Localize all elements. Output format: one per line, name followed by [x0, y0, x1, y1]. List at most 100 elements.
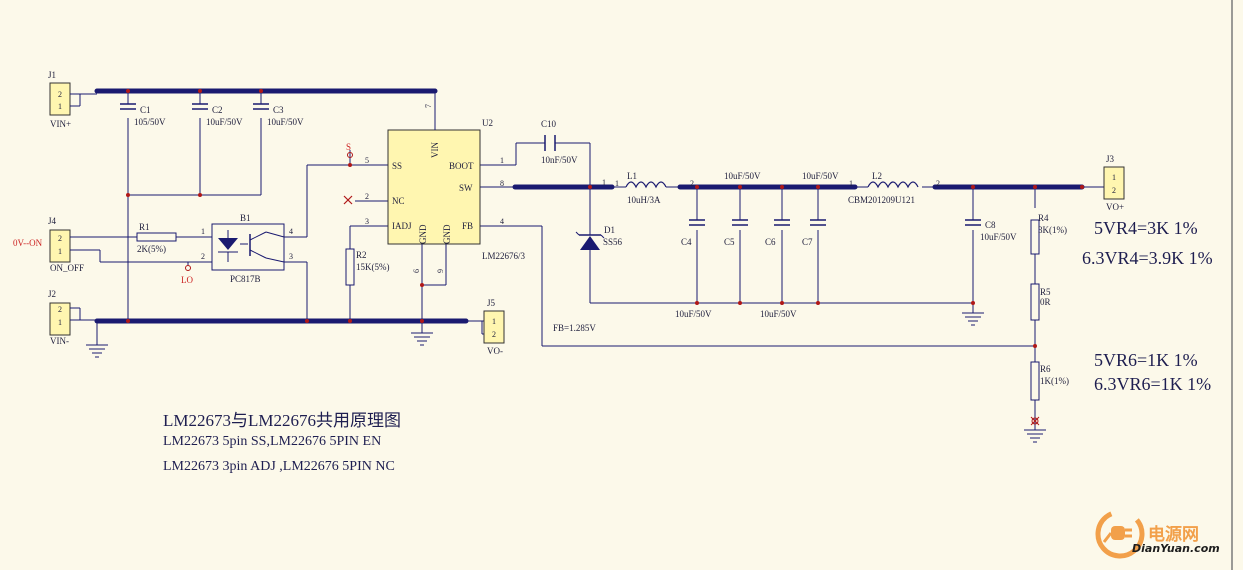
l2-value: CBM201209U121: [848, 195, 915, 205]
c2-value: 10uF/50V: [206, 117, 243, 127]
svg-text:2: 2: [936, 179, 940, 188]
j3-ref: J3: [1106, 154, 1115, 164]
c8-symbol: [965, 219, 981, 226]
feedback-resistors: [1030, 219, 1040, 401]
svg-text:IADJ: IADJ: [392, 221, 412, 231]
svg-text:8: 8: [500, 179, 504, 188]
svg-text:BOOT: BOOT: [449, 161, 474, 171]
bus-nets: [94, 88, 1085, 324]
svg-text:GND: GND: [418, 224, 428, 244]
j2-ref: J2: [48, 289, 56, 299]
l1-value: 10uH/3A: [627, 195, 661, 205]
b1-part: PC817B: [230, 274, 261, 284]
svg-text:3: 3: [289, 252, 293, 261]
note-line-2: LM22673 3pin ADJ ,LM22676 5PIN NC: [163, 459, 395, 474]
svg-text:4: 4: [289, 227, 293, 236]
l1-ref: L1: [627, 171, 637, 181]
c10-ref: C10: [541, 119, 557, 129]
j1-ref: J1: [48, 70, 56, 80]
schematic-title: LM22673与LM22676共用原理图: [163, 411, 401, 430]
j4-ref: J4: [48, 216, 57, 226]
j5-ref: J5: [487, 298, 496, 308]
svg-text:1: 1: [602, 178, 606, 187]
c7-value: 10uF/50V: [802, 171, 839, 181]
svg-text:7: 7: [424, 104, 433, 108]
ground-u2: [411, 332, 433, 346]
svg-text:1: 1: [1112, 173, 1116, 182]
r4-ref: R4: [1038, 213, 1049, 223]
c4-value: 10uF/50V: [675, 309, 712, 319]
c8-value: 10uF/50V: [980, 232, 1017, 242]
connector-j1: 2 1 J1 VIN+: [48, 70, 81, 129]
ic-u2: U2 LM22676/3 SS NC IADJ BOOT SW FB VIN G…: [343, 91, 526, 273]
r6-value: 1K(1%): [1040, 376, 1069, 386]
r4-value: 3K(1%): [1038, 225, 1067, 235]
r1-body: [136, 232, 177, 242]
svg-text:1: 1: [500, 156, 504, 165]
svg-text:2: 2: [201, 252, 205, 261]
c1-ref: C1: [140, 105, 151, 115]
svg-text:2: 2: [492, 330, 496, 339]
connector-j5: 1 2 J5 VO-: [483, 298, 505, 356]
svg-text:1: 1: [58, 247, 62, 256]
j1-pin-1: 1: [58, 102, 62, 111]
watermark-url: DianYuan.com: [1132, 542, 1220, 555]
c3-value: 10uF/50V: [267, 117, 304, 127]
r6-note-5v: 5VR6=1K 1%: [1094, 350, 1198, 370]
note-line-1: LM22673 5pin SS,LM22676 5PIN EN: [163, 434, 382, 449]
j3-net: VO+: [1106, 202, 1124, 212]
r1-value: 2K(5%): [137, 244, 166, 254]
c5-value: 10uF/50V: [724, 171, 761, 181]
ground-symbols: [86, 312, 1046, 443]
c10-symbol: [544, 135, 556, 151]
svg-text:4: 4: [500, 217, 504, 226]
j1-pin-2: 2: [58, 90, 62, 99]
r4-note-5v: 5VR4=3K 1%: [1094, 218, 1198, 238]
junction-dots: [126, 89, 1084, 348]
svg-text:1: 1: [58, 318, 62, 327]
on-off-label: 0V--ON: [13, 238, 43, 248]
svg-text:9: 9: [436, 269, 445, 273]
c3-ref: C3: [273, 105, 284, 115]
r6-gnd-marker: [1030, 416, 1040, 426]
connector-j4: 2 1 J4 ON_OFF 0V--ON: [13, 216, 84, 273]
output-capacitors: [689, 219, 826, 226]
svg-text:1: 1: [492, 317, 496, 326]
c2-ref: C2: [212, 105, 223, 115]
svg-text:3: 3: [365, 217, 369, 226]
plug-logo-icon: [1095, 509, 1145, 559]
wires: [80, 91, 1104, 430]
diode-d1: D1 SS56: [575, 225, 623, 250]
r5-value: 0R: [1040, 297, 1051, 307]
r2-value: 15K(5%): [356, 262, 390, 272]
svg-text:1: 1: [849, 179, 853, 188]
r2-body: [345, 248, 355, 286]
svg-text:2: 2: [365, 192, 369, 201]
c5-ref: C5: [724, 237, 735, 247]
ground-vin-minus: [86, 344, 108, 358]
r6-note-6v3: 6.3VR6=1K 1%: [1094, 374, 1212, 394]
r6-ref: R6: [1040, 364, 1051, 374]
u2-part: LM22676/3: [482, 251, 526, 261]
svg-text:SS: SS: [392, 161, 402, 171]
r5-ref: R5: [1040, 287, 1051, 297]
svg-text:1: 1: [201, 227, 205, 236]
watermark-site-name: 电源网: [1148, 525, 1199, 545]
inductor-l2: L2 CBM201209U121 1 2: [848, 171, 940, 205]
r1-ref: R1: [139, 222, 150, 232]
svg-text:5: 5: [365, 156, 369, 165]
c8-ref: C8: [985, 220, 996, 230]
inductor-l1: L1 10uH/3A 1 2: [615, 171, 694, 205]
ground-output: [962, 312, 984, 326]
svg-text:S: S: [346, 142, 351, 152]
r2-ref: R2: [356, 250, 367, 260]
connector-j2: 2 1 J2 VIN-: [48, 289, 81, 346]
c7-ref: C7: [802, 237, 813, 247]
c6-value: 10uF/50V: [760, 309, 797, 319]
svg-text:1: 1: [615, 179, 619, 188]
connector-j3: 1 2 J3 VO+: [1103, 154, 1125, 212]
svg-text:GND: GND: [442, 224, 452, 244]
svg-text:LO: LO: [181, 275, 193, 285]
l2-ref: L2: [872, 171, 882, 181]
ground-feedback: [1024, 429, 1046, 443]
